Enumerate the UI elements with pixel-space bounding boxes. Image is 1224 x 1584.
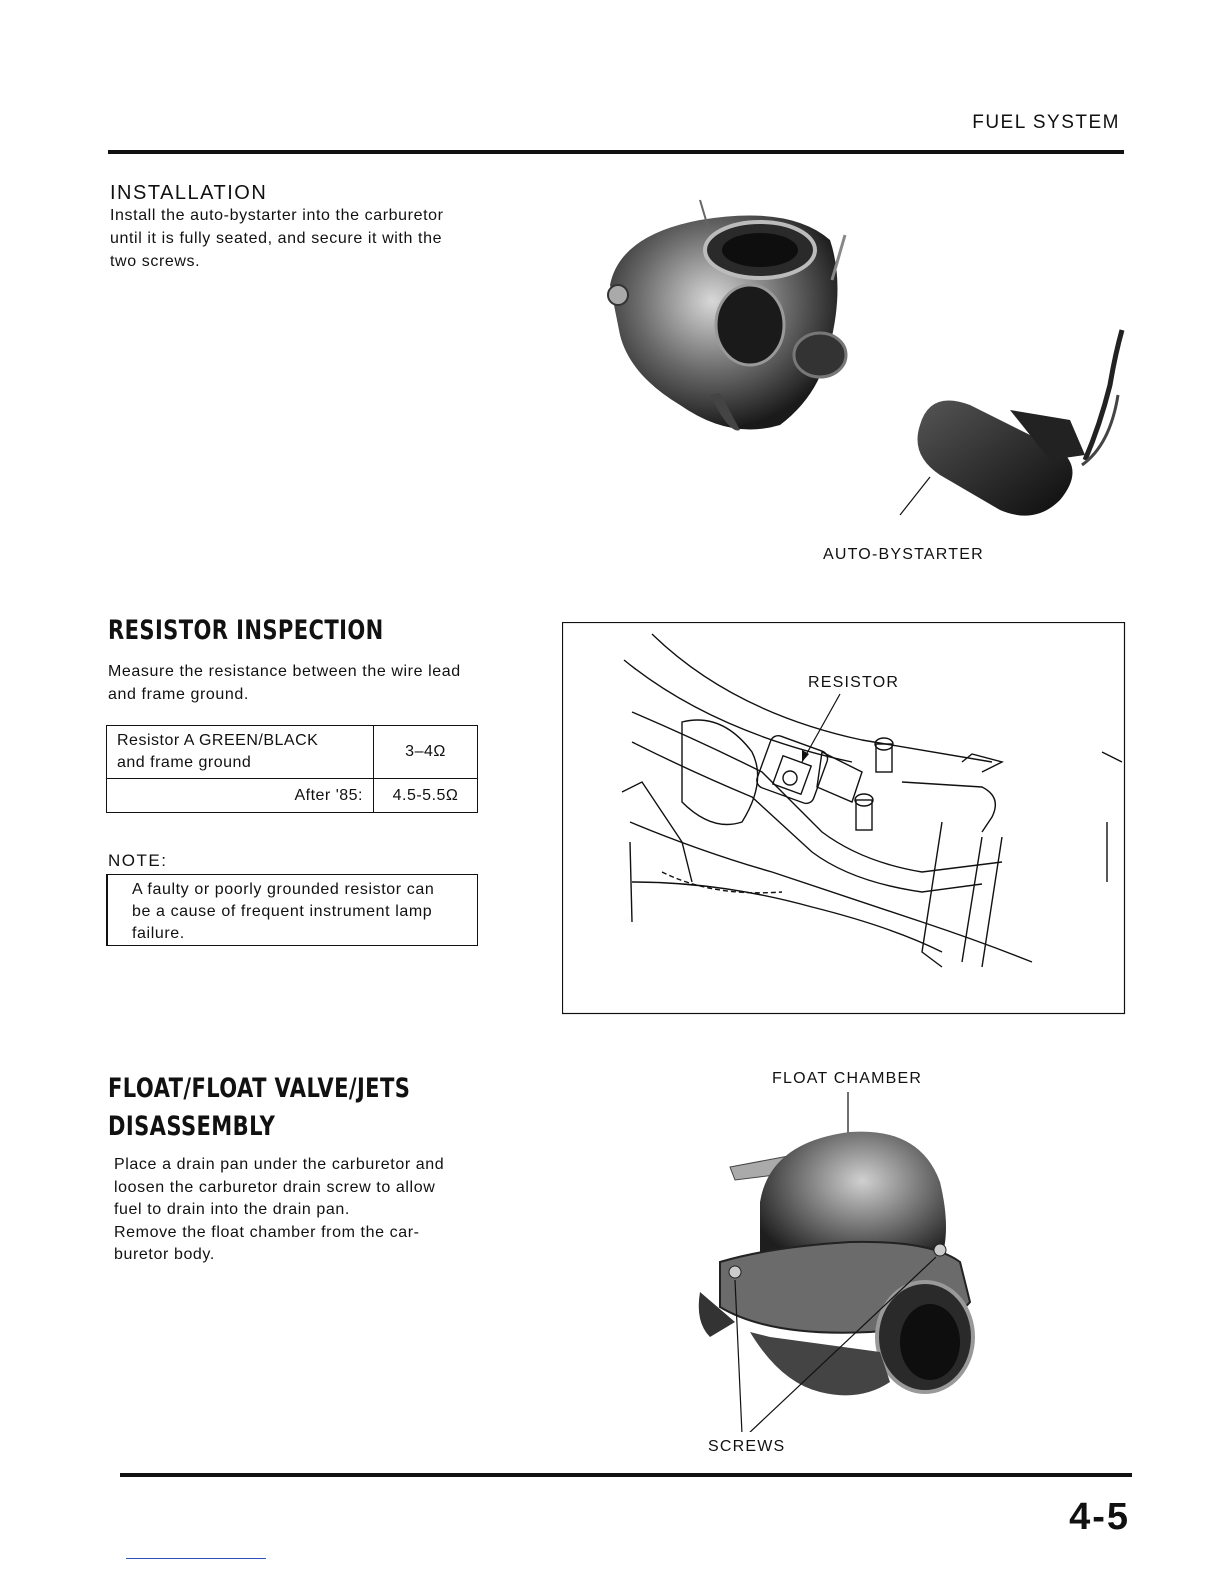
note-box: A faulty or poorly grounded resistor can… xyxy=(106,874,478,946)
float-chamber-label: FLOAT CHAMBER xyxy=(772,1070,923,1087)
spec-value-cell: 4.5-5.5Ω xyxy=(373,778,478,813)
installation-text: Install the auto-bystarter into the carb… xyxy=(110,204,490,273)
spec-label-line: and frame ground xyxy=(117,754,252,771)
text-line: loosen the carburetor drain screw to all… xyxy=(114,1178,436,1196)
float-disassembly-title: FLOAT/FLOAT VALVE/JETS DISASSEMBLY xyxy=(108,1070,410,1146)
auto-bystarter-label: AUTO-BYSTARTER xyxy=(823,546,984,563)
installation-heading: INSTALLATION xyxy=(110,182,268,204)
spec-label-cell: Resistor A GREEN/BLACK and frame ground xyxy=(106,725,374,779)
text-line: until it is fully seated, and secure it … xyxy=(110,230,443,247)
float-text: Place a drain pan under the carburetor a… xyxy=(114,1154,486,1267)
resistor-text: Measure the resistance between the wire … xyxy=(108,660,488,706)
text-line: Measure the resistance between the wire … xyxy=(108,663,461,680)
text-line: Install the auto-bystarter into the carb… xyxy=(110,207,444,224)
resistor-label: RESISTOR xyxy=(808,674,900,691)
text-line: two screws. xyxy=(110,253,201,270)
leader-line xyxy=(734,1279,743,1432)
page-number: 4-5 xyxy=(1069,1496,1130,1538)
text-line: Remove the float chamber from the car- xyxy=(114,1223,420,1241)
title-line: DISASSEMBLY xyxy=(108,1111,276,1142)
resistor-diagram xyxy=(562,622,1126,1015)
text-line: Place a drain pan under the carburetor a… xyxy=(114,1156,445,1173)
note-line: failure. xyxy=(132,925,185,942)
section-header: FUEL SYSTEM xyxy=(972,112,1120,133)
header-rule xyxy=(108,150,1124,154)
leader-line xyxy=(899,476,931,516)
carburetor-photo xyxy=(607,199,1125,516)
text-line: and frame ground. xyxy=(108,686,249,703)
resistor-inspection-title: RESISTOR INSPECTION xyxy=(108,615,384,646)
text-line: buretor body. xyxy=(114,1246,215,1263)
note-heading: NOTE: xyxy=(108,851,168,870)
text-line: fuel to drain into the drain pan. xyxy=(114,1201,350,1218)
spec-label-line: Resistor A GREEN/BLACK xyxy=(117,732,319,749)
leader-line xyxy=(801,693,841,763)
link-underline xyxy=(126,1558,266,1559)
screws-label: SCREWS xyxy=(708,1438,786,1455)
note-line: be a cause of frequent instrument lamp xyxy=(132,903,433,920)
spec-label-cell: After '85: xyxy=(106,778,374,813)
spec-value-cell: 3–4Ω xyxy=(373,725,478,779)
float-chamber-photo xyxy=(698,1092,975,1432)
resistance-spec-table: Resistor A GREEN/BLACK and frame ground … xyxy=(106,725,478,813)
title-line: FLOAT/FLOAT VALVE/JETS xyxy=(108,1073,411,1104)
note-line: A faulty or poorly grounded resistor can xyxy=(132,881,435,898)
footer-rule xyxy=(120,1473,1132,1477)
leader-line xyxy=(749,1256,937,1432)
